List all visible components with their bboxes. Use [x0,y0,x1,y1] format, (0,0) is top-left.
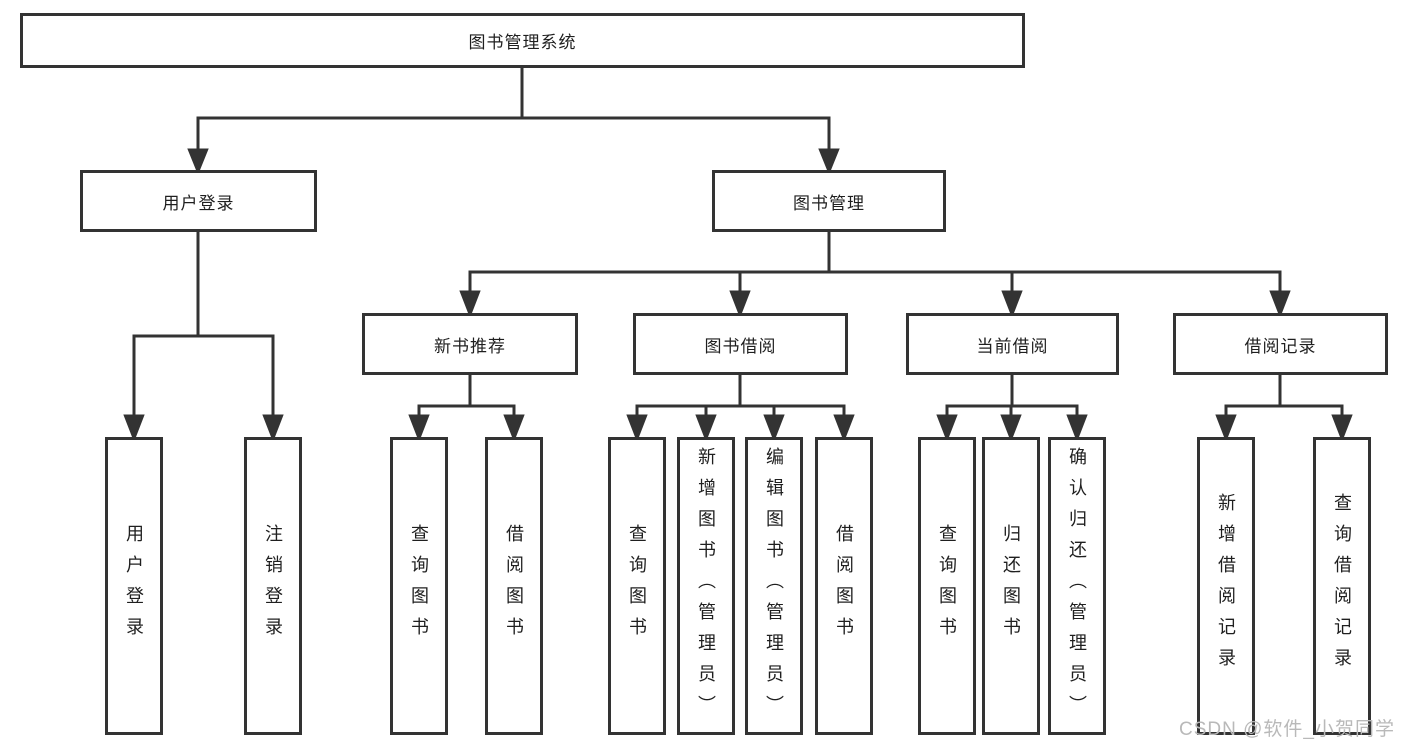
node-current-borrowing-label: 当前借阅 [976,336,1049,356]
node-leaf-add-borrow-record-label: 新增借阅记录 [1216,493,1236,679]
node-leaf-return-books: 归还图书 [982,437,1040,735]
node-new-book-recommend: 新书推荐 [362,313,578,375]
node-new-book-recommend-label: 新书推荐 [434,336,506,356]
node-book-borrowing: 图书借阅 [633,313,848,375]
node-leaf-query-books-borrow: 查询图书 [608,437,666,735]
node-root-label: 图书管理系统 [468,33,577,52]
node-borrowing-records: 借阅记录 [1173,313,1388,375]
csdn-watermark: CSDN @软件_小贺同学 [1179,719,1395,740]
node-leaf-query-books-recommend: 查询图书 [390,437,448,735]
node-leaf-logout: 注销登录 [244,437,302,735]
node-leaf-add-borrow-record: 新增借阅记录 [1197,437,1255,735]
node-leaf-query-books-borrow-label: 查询图书 [627,524,647,648]
node-leaf-logout-label: 注销登录 [263,524,283,648]
node-leaf-user-login: 用户登录 [105,437,163,735]
node-leaf-query-books-recommend-label: 查询图书 [409,524,429,648]
node-leaf-query-borrow-record: 查询借阅记录 [1313,437,1371,735]
node-leaf-confirm-return-admin: 确认归还（管理员） [1048,437,1106,735]
node-current-borrowing: 当前借阅 [906,313,1119,375]
node-leaf-return-books-label: 归还图书 [1001,524,1021,648]
node-root: 图书管理系统 [20,13,1025,68]
node-leaf-add-book-admin: 新增图书（管理员） [677,437,735,735]
node-leaf-edit-book-admin-label: 编辑图书（管理员） [764,446,784,726]
node-leaf-confirm-return-admin-label: 确认归还（管理员） [1067,446,1087,726]
node-leaf-add-book-admin-label: 新增图书（管理员） [696,446,716,726]
node-borrowing-records-label: 借阅记录 [1244,336,1317,356]
node-leaf-edit-book-admin: 编辑图书（管理员） [745,437,803,735]
node-user-login: 用户登录 [80,170,317,232]
node-book-management: 图书管理 [712,170,946,232]
node-user-login-label: 用户登录 [162,193,235,213]
node-leaf-borrow-books-recommend-label: 借阅图书 [504,524,524,648]
node-leaf-borrow-books-recommend: 借阅图书 [485,437,543,735]
node-book-management-label: 图书管理 [793,193,865,213]
node-leaf-query-books-current: 查询图书 [918,437,976,735]
node-leaf-query-books-current-label: 查询图书 [937,524,957,648]
node-leaf-borrow-books: 借阅图书 [815,437,873,735]
node-book-borrowing-label: 图书借阅 [704,336,777,356]
node-leaf-user-login-label: 用户登录 [124,524,144,648]
node-leaf-borrow-books-label: 借阅图书 [834,524,854,648]
node-leaf-query-borrow-record-label: 查询借阅记录 [1332,493,1352,679]
